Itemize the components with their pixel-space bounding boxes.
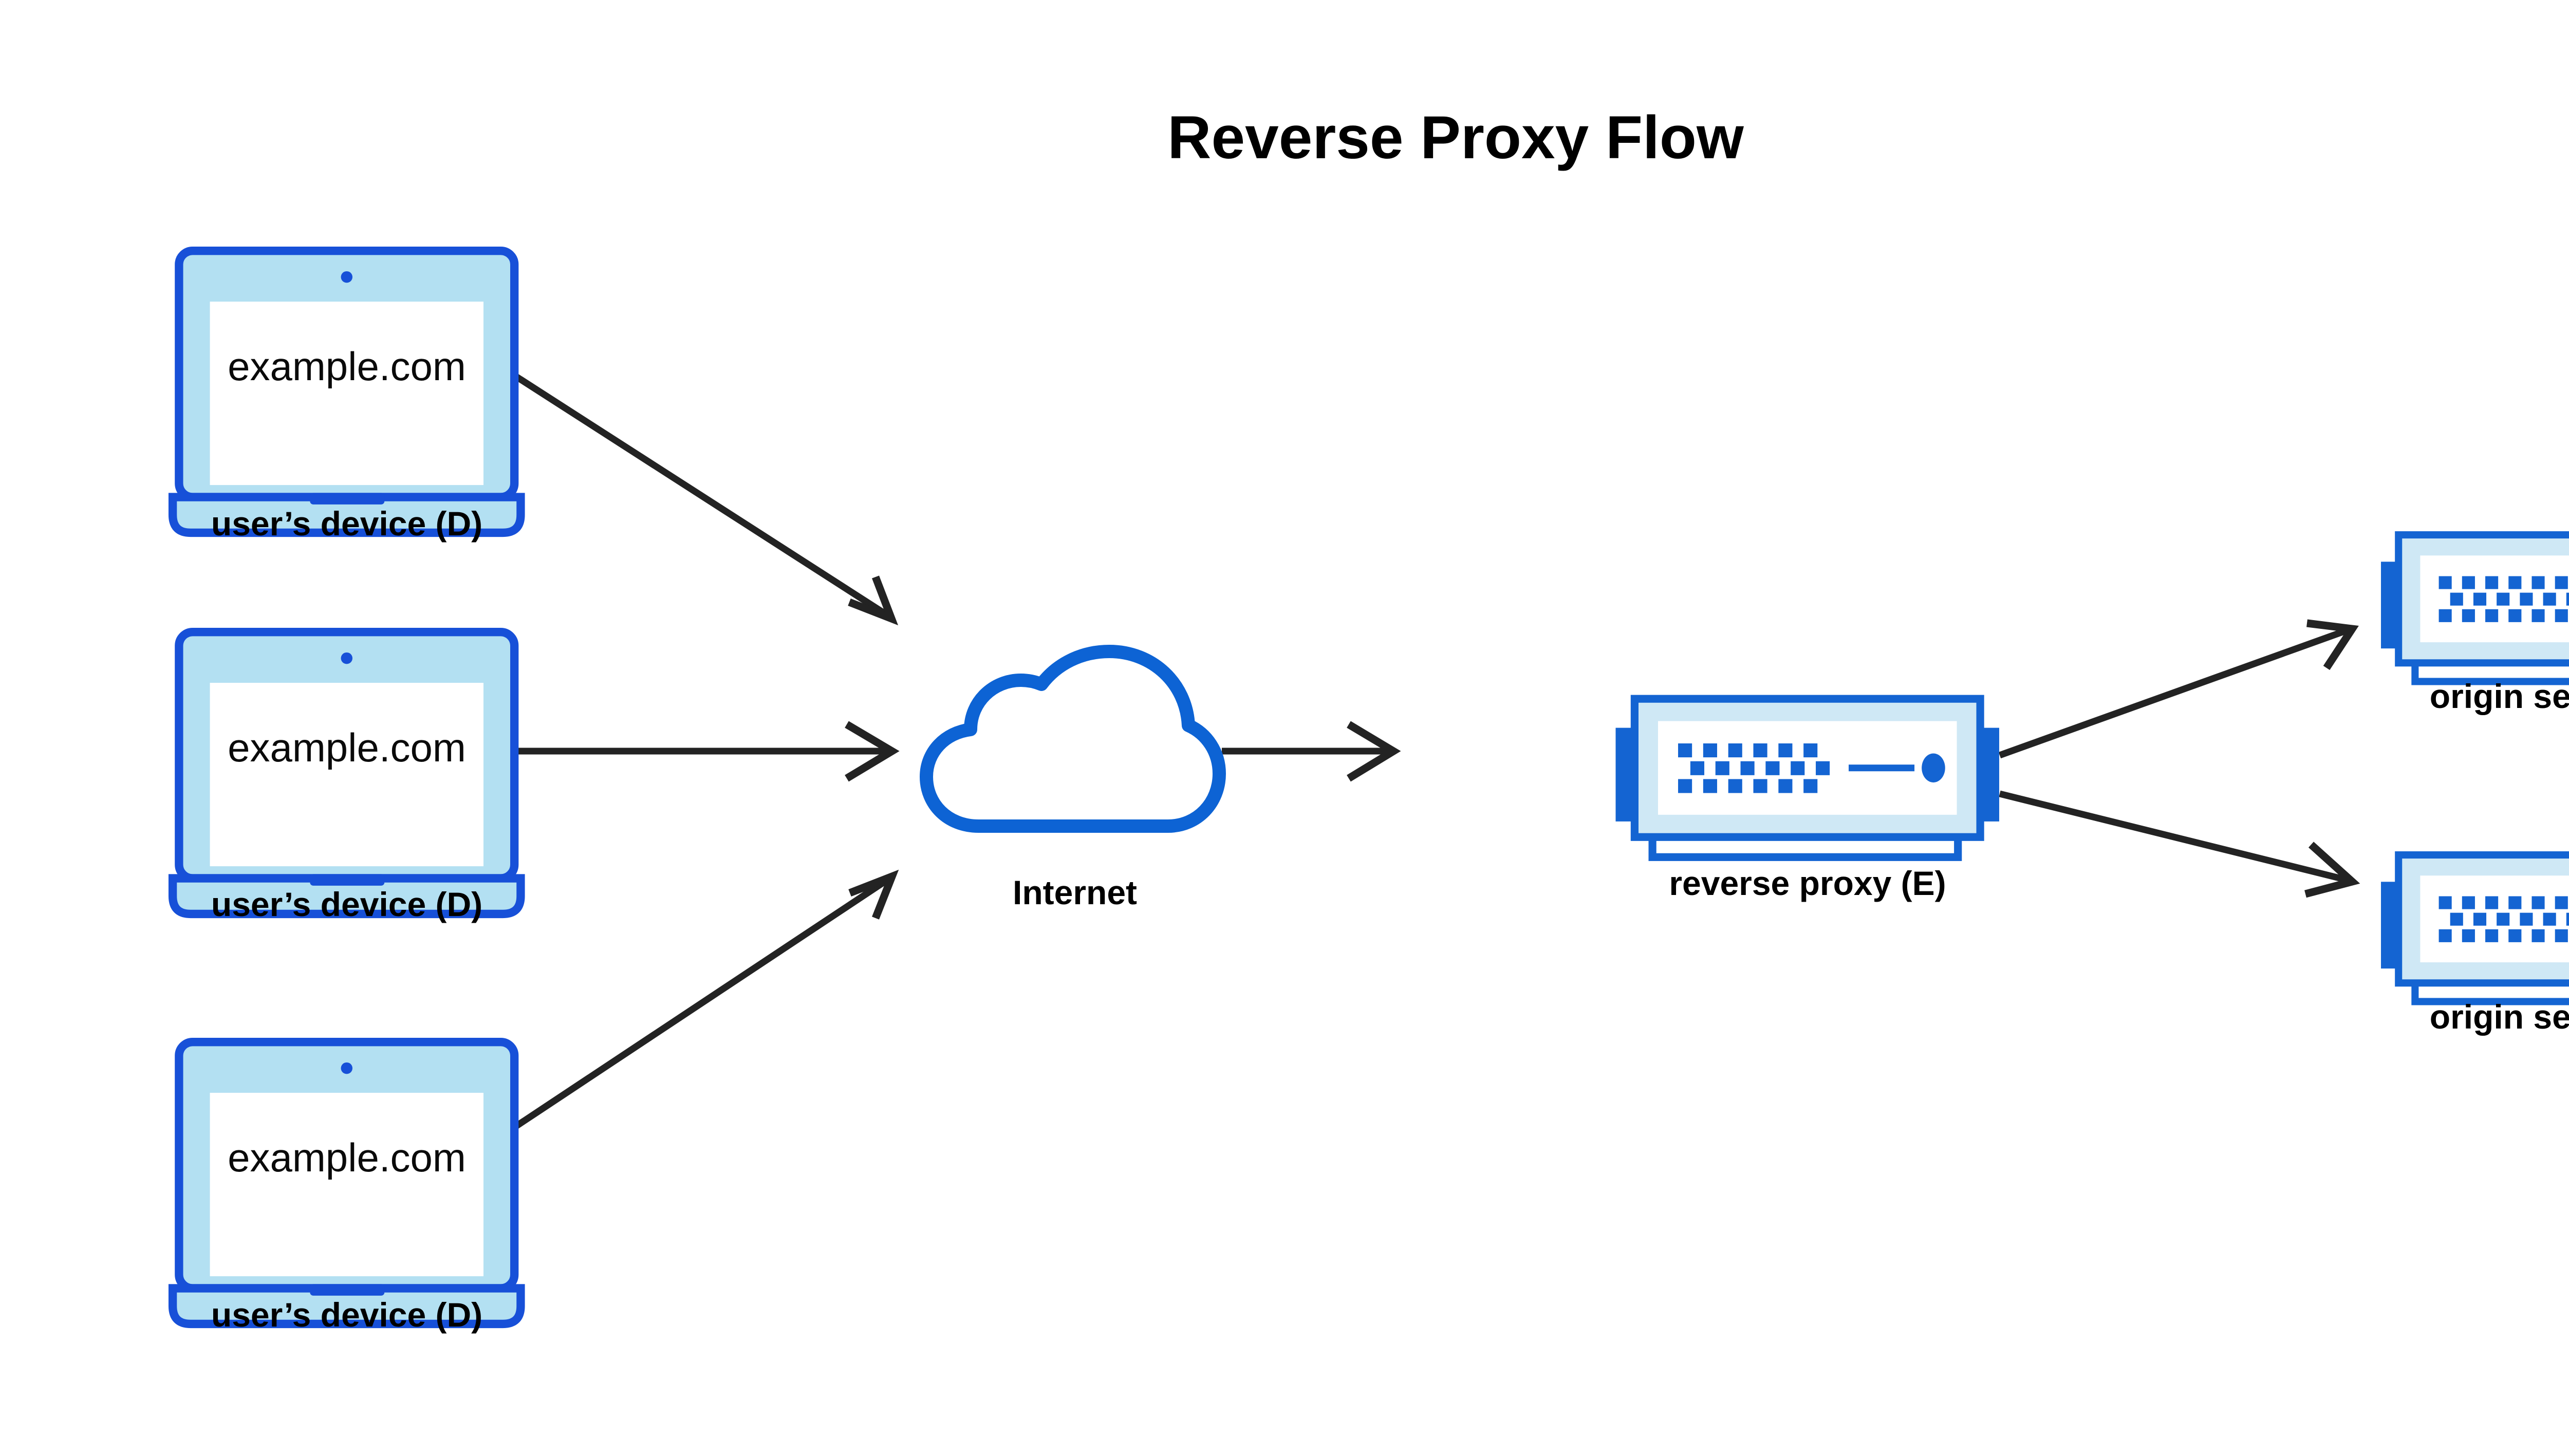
- laptop-icon: [173, 1042, 520, 1324]
- page-title: Reverse Proxy Flow: [1167, 104, 1744, 172]
- node-device-middle[interactable]: example.com user’s device (D): [173, 632, 520, 923]
- edge-proxy-to-origin-top: [1998, 619, 2359, 759]
- node-internet-cloud[interactable]: Internet: [926, 651, 1219, 911]
- server-icon: [2381, 535, 2569, 681]
- server-icon: [2381, 855, 2569, 1001]
- edge-proxy-to-origin-bottom: [1999, 790, 2360, 898]
- node-device-top[interactable]: example.com user’s device (D): [173, 251, 520, 543]
- edge-device-top-to-cloud: [512, 372, 899, 626]
- node-device-bottom[interactable]: example.com user’s device (D): [173, 1042, 520, 1334]
- device-screen-text: example.com: [228, 1135, 466, 1180]
- laptop-icon: [173, 632, 520, 914]
- node-origin-bottom[interactable]: origin server (F): [2381, 855, 2569, 1036]
- device-screen-text: example.com: [228, 344, 466, 389]
- device-screen-text: example.com: [228, 725, 466, 770]
- device-caption: user’s device (D): [211, 1296, 482, 1334]
- cloud-caption: Internet: [1013, 873, 1137, 911]
- origin-caption: origin server (F): [2430, 998, 2569, 1036]
- laptop-icon: [173, 251, 520, 533]
- edge-device-middle-to-cloud: [505, 721, 900, 782]
- edge-cloud-to-proxy: [1222, 721, 1401, 782]
- node-origin-top[interactable]: origin server (F): [2381, 535, 2569, 715]
- server-icon: [1616, 699, 1999, 857]
- edge-device-bottom-to-cloud: [512, 869, 899, 1131]
- proxy-caption: reverse proxy (E): [1669, 864, 1946, 902]
- origin-caption: origin server (F): [2430, 677, 2569, 715]
- device-caption: user’s device (D): [211, 505, 482, 543]
- device-caption: user’s device (D): [211, 885, 482, 923]
- node-reverse-proxy[interactable]: reverse proxy (E): [1616, 699, 1999, 902]
